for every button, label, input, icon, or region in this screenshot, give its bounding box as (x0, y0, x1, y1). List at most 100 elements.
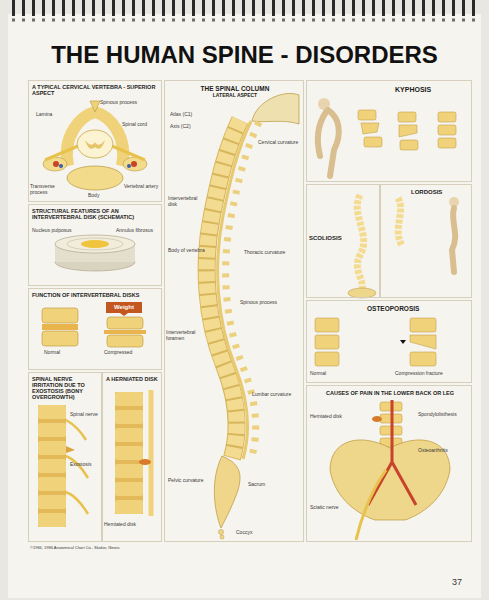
part-label: Nucleus pulposus (32, 228, 76, 234)
part-label: Intervertebral disk (168, 196, 206, 207)
nucleus (81, 240, 109, 248)
vertebra (438, 138, 456, 148)
vertebra (358, 110, 376, 120)
vertebra (107, 317, 143, 329)
disk-top (55, 235, 135, 253)
vertebra (115, 392, 143, 406)
vertebral-artery (131, 161, 137, 167)
vertebral-body (67, 166, 123, 190)
vertebra (38, 441, 66, 455)
annulus-ring (67, 238, 123, 250)
part-label: Spinous process (100, 100, 150, 106)
binding-holes (12, 19, 478, 22)
coccyx (220, 535, 224, 539)
spinous-process (90, 101, 100, 112)
vertebra (38, 459, 66, 473)
vertebral-vein (59, 164, 63, 168)
vertebra (115, 428, 143, 442)
part-label: Annulus fibrosus (116, 228, 160, 234)
vertebra (115, 446, 143, 460)
vertebral-arch (67, 112, 123, 166)
part-label: Osteoarthritis (418, 448, 470, 454)
panel-box: LORDOSIS (380, 184, 472, 298)
vertebra (315, 318, 339, 332)
vertebra (38, 477, 66, 491)
load-arrow (120, 313, 128, 316)
vertebra (398, 112, 416, 122)
part-label: Herniated disk (310, 414, 360, 420)
panel-box: A HERNIATED DISK (102, 372, 162, 542)
part-label: Compression fracture (395, 371, 465, 377)
paper-sheet (8, 14, 481, 598)
lordotic-spine (398, 198, 402, 246)
part-label: Lumbar curvature (252, 392, 298, 398)
spinal-cord (149, 390, 154, 516)
vertebra (38, 423, 66, 437)
vertebra (115, 482, 143, 496)
part-label: Exostosis (70, 462, 100, 468)
panel-box: FUNCTION OF INTERVERTEBRAL DISKSWeight (28, 288, 162, 370)
panel-box: THE SPINAL COLUMNLATERAL ASPECT (164, 80, 304, 542)
panel-box: KYPHOSIS (306, 80, 472, 182)
vertebra (315, 352, 339, 366)
sacrum (214, 456, 240, 528)
vertebra (115, 410, 143, 424)
spinal-nerve (112, 146, 145, 160)
panel-heading: Weight (106, 304, 142, 311)
vertebra (38, 513, 66, 527)
gray-matter (85, 140, 105, 149)
disk-column (38, 405, 66, 527)
panel-heading: LATERAL ASPECT (165, 93, 305, 99)
sciatic-nerve (356, 470, 386, 540)
vertebral-canal (218, 121, 251, 459)
disk-bulge (139, 459, 151, 465)
pointer-arrow (400, 340, 406, 344)
spinous-processes (226, 122, 259, 460)
scoliotic-spine (357, 195, 363, 290)
disk (104, 330, 146, 334)
panel-box: OSTEOPOROSIS (306, 300, 472, 383)
part-label: Sciatic nerve (310, 505, 360, 511)
vertebra (42, 331, 78, 346)
vertebra (315, 335, 339, 349)
spiral-binding (12, 0, 478, 16)
part-label: Normal (44, 350, 80, 356)
part-label: Spinal nerve (70, 412, 100, 418)
part-label: Atlas (C1) (170, 112, 210, 118)
panel-box: SPINAL NERVE IRRITATION DUE TO EXOSTOSIS… (28, 372, 102, 542)
fractured-vertebra (410, 335, 436, 349)
figure-body (318, 110, 339, 176)
bony-spur (66, 446, 75, 453)
vertebra (115, 464, 143, 478)
vertebra (38, 405, 66, 419)
panel-heading: A HERNIATED DISK (106, 376, 160, 382)
vertebra (364, 137, 382, 147)
part-label: Axis (C2) (170, 124, 210, 130)
part-label: Spinal cord (122, 122, 160, 128)
panel-heading: KYPHOSIS (395, 86, 465, 94)
part-label: Spinous process (240, 300, 290, 306)
chart-title: THE HUMAN SPINE - DISORDERS (0, 41, 489, 69)
vertebra (42, 308, 78, 323)
part-label: Spondylolisthesis (418, 412, 470, 418)
part-label: Pelvic curvature (168, 478, 208, 484)
part-label: Body (88, 193, 108, 199)
spinal-nerve (45, 146, 78, 160)
panel-heading: LORDOSIS (411, 189, 466, 196)
panel-heading: THE SPINAL COLUMN (165, 85, 305, 92)
disk-column (115, 392, 143, 514)
part-label: Vertebral artery (124, 184, 162, 190)
wedged-vertebra (361, 123, 379, 134)
panel-box: STRUCTURAL FEATURES OF AN INTERVERTEBRAL… (28, 204, 162, 286)
vertebra (438, 125, 456, 135)
panel-box: CAUSES OF PAIN IN THE LOWER BACK OR LEG (306, 385, 472, 542)
part-label: Transverse process (30, 184, 70, 195)
part-label: Sacrum (248, 482, 288, 488)
figure-body (452, 208, 455, 272)
spinal-cord (77, 130, 113, 158)
part-label: Thoracic curvature (244, 250, 294, 256)
vertebra (107, 335, 143, 347)
part-label: Body of vertebra (168, 248, 206, 254)
part-label: Lamina (36, 112, 66, 118)
